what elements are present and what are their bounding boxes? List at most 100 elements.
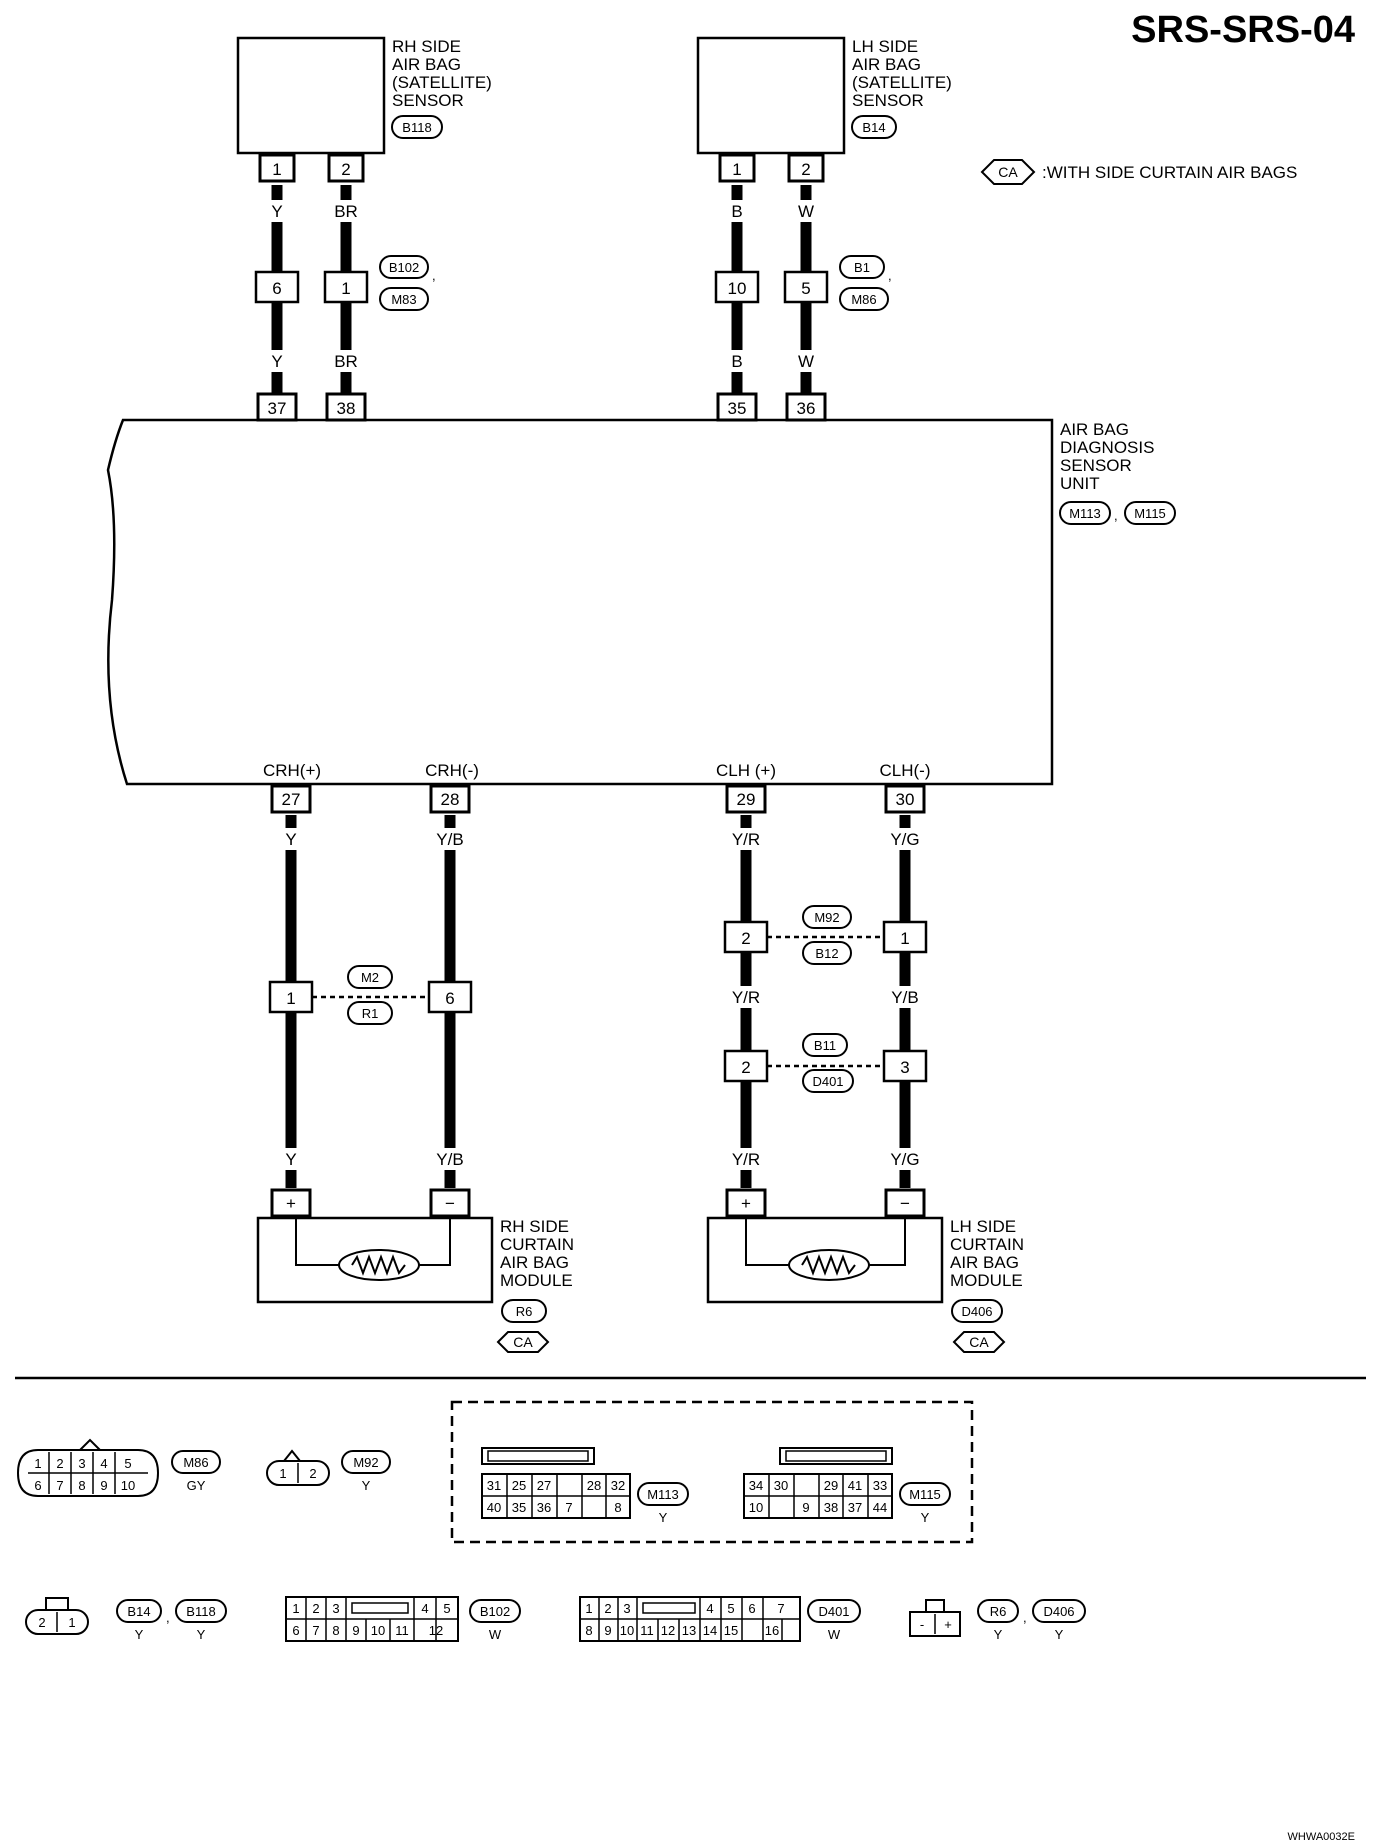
unit-pin: 28 (441, 790, 460, 809)
module-terminal: − (900, 1194, 910, 1213)
rh-sensor-pin: 1 (272, 160, 281, 179)
joint-pin: 10 (728, 279, 747, 298)
pin: 6 (292, 1623, 299, 1638)
pin: 12 (661, 1623, 675, 1638)
joint-pin: 2 (741, 929, 750, 948)
unit-top-pins: 37 38 35 36 (256, 392, 827, 422)
pin: 7 (312, 1623, 319, 1638)
pin: 3 (623, 1601, 630, 1616)
top-wire-labels-lower: Y BR B W (262, 350, 821, 372)
svg-text:LH SIDE: LH SIDE (852, 37, 918, 56)
joint-pin: 3 (900, 1058, 909, 1077)
unit-connector-group (450, 1400, 974, 1544)
separator: , (1114, 508, 1118, 523)
lh-sensor: LH SIDE AIR BAG (SATELLITE) SENSOR B14 (696, 36, 952, 155)
separator: , (888, 268, 892, 283)
unit-pin: 35 (728, 399, 747, 418)
joint-connector: M86 (851, 292, 876, 307)
joint-connector: B12 (815, 946, 838, 961)
lh-curtain-module: + − LH SIDE CURTAIN AIR BAG MODULE D406 … (706, 1188, 1024, 1353)
pin: 10 (121, 1478, 135, 1493)
rh-sensor-label: RH SIDE (392, 37, 461, 56)
wire-color: BR (334, 202, 358, 221)
unit-label: UNIT (1060, 474, 1100, 493)
pin: 2 (56, 1456, 63, 1471)
bottom-wire-labels-lower: Y Y/B Y/R Y/G (276, 1148, 925, 1170)
pin: 4 (421, 1601, 428, 1616)
pin: 10 (371, 1623, 385, 1638)
pin: 35 (512, 1500, 526, 1515)
unit-connector: M115 (1134, 506, 1166, 521)
joint-connector: B11 (814, 1038, 836, 1053)
lh-sensor-pin: 2 (801, 160, 810, 179)
module-label: LH SIDE (950, 1217, 1016, 1236)
unit-pin: 30 (896, 790, 915, 809)
lh-sensor-label: LH SIDE (852, 37, 918, 56)
pin: 11 (395, 1623, 409, 1638)
svg-text:CURTAIN: CURTAIN (950, 1235, 1024, 1254)
module-connector: R6 (516, 1304, 533, 1319)
lh-sensor-label: AIR BAG (852, 55, 921, 74)
pin: 11 (640, 1623, 654, 1638)
wire-color: W (798, 352, 814, 371)
connector-name: D401 (818, 1604, 849, 1619)
pin: 14 (703, 1623, 717, 1638)
connector-color: Y (921, 1510, 930, 1525)
pin: 44 (873, 1500, 887, 1515)
wire-color: Y (285, 830, 296, 849)
connector-color: Y (362, 1478, 371, 1493)
unit-pin: 37 (268, 399, 287, 418)
wire-color: B (731, 202, 742, 221)
legend-text: :WITH SIDE CURTAIN AIR BAGS (1042, 163, 1297, 182)
pin: 1 (34, 1456, 41, 1471)
joint-pin: 5 (801, 279, 810, 298)
unit-label: SENSOR (1060, 456, 1132, 475)
legend-tag-shape (980, 159, 1036, 185)
svg-text:CURTAIN: CURTAIN (500, 1235, 574, 1254)
pin: 41 (848, 1478, 862, 1493)
pin: 6 (34, 1478, 41, 1493)
module-tag: CA (513, 1334, 533, 1350)
pin: 12 (429, 1623, 443, 1638)
wire-color: BR (334, 352, 358, 371)
module-label: AIR BAG (950, 1253, 1019, 1272)
lh-sensor-pin: 1 (732, 160, 741, 179)
pin: 9 (604, 1623, 611, 1638)
svg-text:SENSOR: SENSOR (852, 91, 924, 110)
svg-text:21: 21 (38, 1615, 75, 1630)
connector-name: M86 (183, 1455, 208, 1470)
connector-color: Y (994, 1627, 1003, 1642)
rh-curtain-module: + − RH SIDE CURTAIN AIR BAG MODULE R6 CA (256, 1188, 574, 1353)
pin: 9 (352, 1623, 359, 1638)
pin: 9 (100, 1478, 107, 1493)
connector-color: W (828, 1627, 841, 1642)
pin: 33 (873, 1478, 887, 1493)
lh-sensor-pins: 1 2 (718, 153, 825, 183)
connector-name: B118 (186, 1604, 215, 1619)
wire-color: Y/R (732, 1150, 760, 1169)
top-wire-labels: Y BR B W (262, 200, 821, 222)
connector-color: W (489, 1627, 502, 1642)
lh-joint-top: 10 5 B1 , M86 (714, 255, 892, 311)
unit-pin: 29 (737, 790, 756, 809)
module-label: MODULE (950, 1271, 1023, 1290)
pin: 7 (56, 1478, 63, 1493)
connector-name: M115 (909, 1487, 941, 1502)
wire-color: Y/G (890, 830, 919, 849)
svg-text:UNIT: UNIT (1060, 474, 1100, 493)
pin: + (944, 1617, 952, 1632)
pin: 2 (38, 1615, 45, 1630)
pin: 1 (292, 1601, 299, 1616)
rh-curtain-joint: 1 6 M2 R1 (268, 965, 473, 1025)
svg-text:SENSOR: SENSOR (392, 91, 464, 110)
pin: 9 (802, 1500, 809, 1515)
unit-label: DIAGNOSIS (1060, 438, 1154, 457)
